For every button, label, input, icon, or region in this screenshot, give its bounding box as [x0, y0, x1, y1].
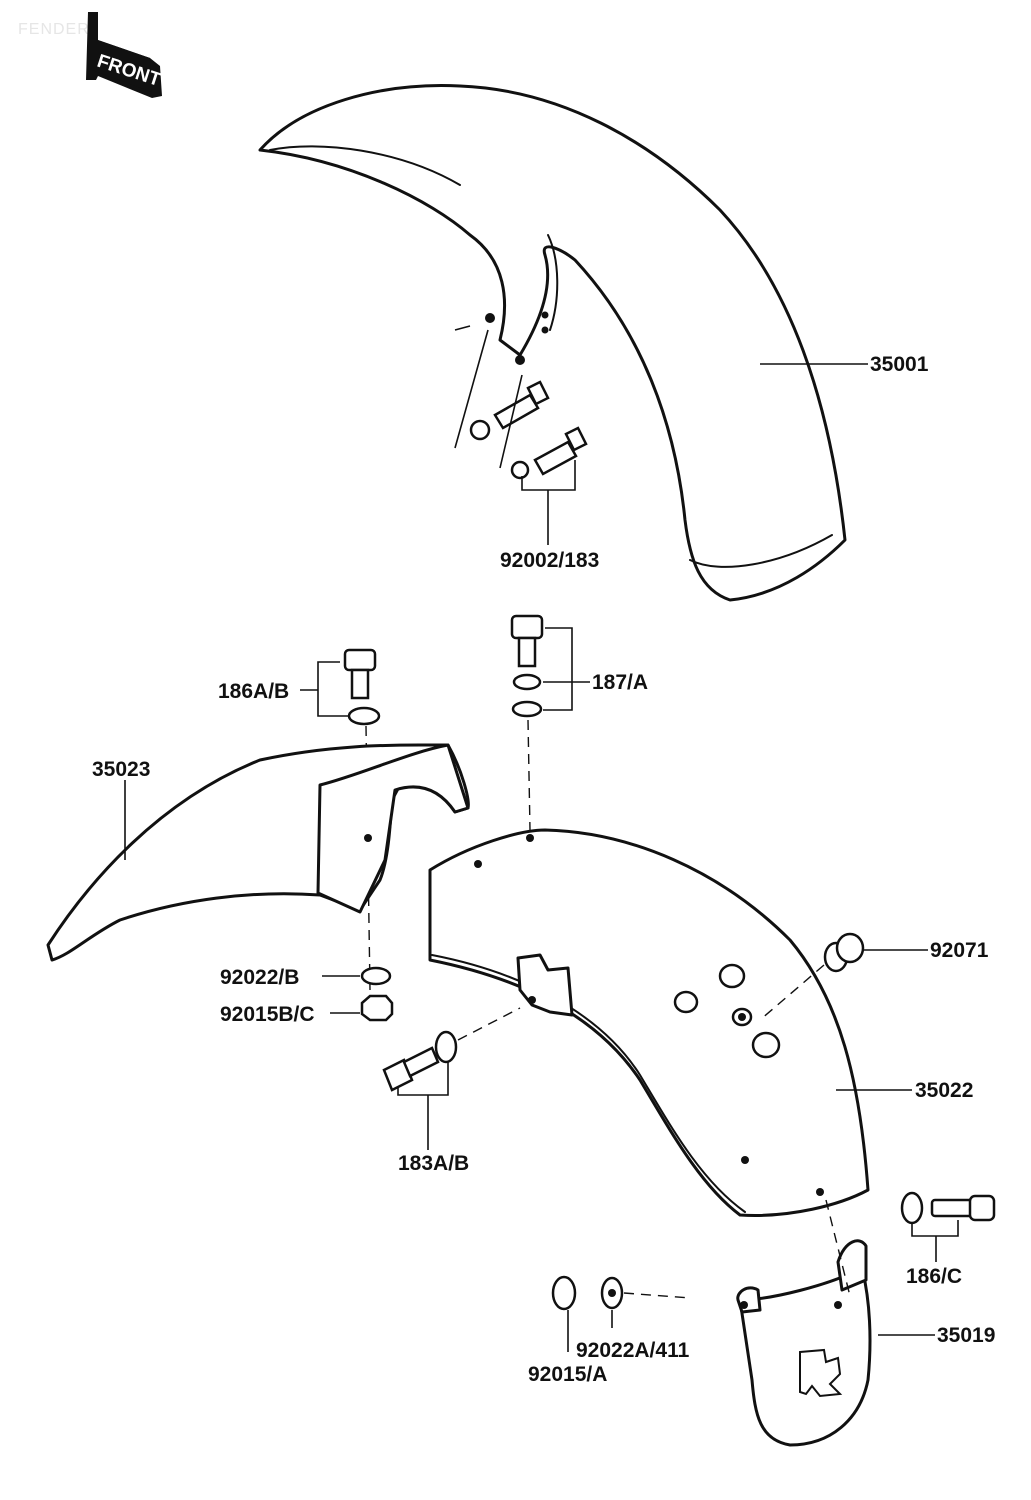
washer-187A — [511, 700, 543, 718]
lockwasher-187A — [512, 673, 542, 691]
bolt-92002-upper — [493, 380, 550, 430]
washer-186AB — [347, 706, 381, 726]
front-fender-35001 — [258, 84, 847, 602]
label-186C: 186/C — [906, 1265, 962, 1288]
dash-axis-183AB — [457, 1007, 521, 1041]
label-35001: 35001 — [870, 353, 929, 376]
label-92022B: 92022/B — [220, 966, 299, 989]
label-92015A: 92015/A — [528, 1363, 607, 1386]
label-187A: 187/A — [592, 671, 648, 694]
watermark-text: FENDER — [18, 21, 90, 38]
label-35022: 35022 — [915, 1079, 973, 1102]
label-92071: 92071 — [930, 939, 989, 962]
label-92022A-411: 92022A/411 — [576, 1339, 690, 1362]
rear-fender-35022 — [428, 828, 870, 1217]
washer-92002 — [510, 460, 530, 480]
washer-183AB — [434, 1030, 458, 1064]
dash-axis-187A — [527, 719, 531, 831]
washer-186C — [900, 1191, 924, 1225]
mudflap-35019 — [736, 1239, 872, 1447]
dash-axis-92022A — [623, 1292, 691, 1299]
washer-92022B — [360, 966, 392, 986]
bolt-183AB — [382, 1046, 440, 1092]
leader-186AB — [300, 661, 348, 717]
nut-92015A — [551, 1275, 577, 1311]
leader-92022A-92015A — [567, 1310, 613, 1352]
bolt-186C — [930, 1194, 996, 1222]
bolt-187A — [510, 614, 544, 668]
label-92015BC: 92015B/C — [220, 1003, 315, 1026]
rear-fender-front-35023 — [46, 743, 470, 962]
bolt-186AB — [343, 648, 377, 700]
leader-183AB — [397, 1062, 449, 1150]
nut-92015BC — [360, 994, 394, 1022]
leader-92022B-92015BC — [322, 975, 360, 1014]
label-35019: 35019 — [937, 1324, 995, 1347]
grommet-92071 — [823, 932, 865, 973]
washer-left — [469, 419, 491, 441]
leader-92002-183 — [521, 460, 576, 545]
label-35023: 35023 — [92, 758, 150, 781]
leader-187A — [543, 627, 590, 711]
label-92002-183: 92002/183 — [500, 549, 599, 572]
leader-186C — [911, 1220, 959, 1262]
dash-axis-92071 — [759, 964, 825, 1021]
front-direction-badge: FRONT — [86, 12, 164, 98]
assembly-lines-front — [454, 325, 523, 469]
label-186AB: 186A/B — [218, 680, 289, 703]
bolt-92002-lower — [533, 426, 588, 476]
label-183AB: 183A/B — [398, 1152, 469, 1175]
